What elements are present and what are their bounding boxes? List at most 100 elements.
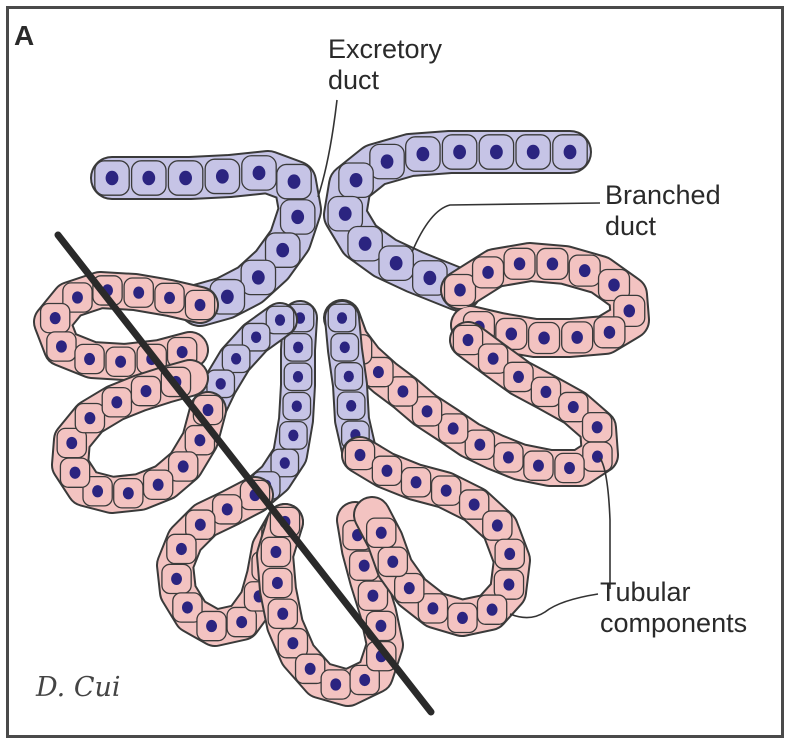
cell-nucleus — [175, 542, 187, 556]
tubule-bottom-right — [341, 436, 531, 637]
cell-nucleus — [349, 172, 363, 188]
leader-excretory-duct — [317, 99, 338, 198]
cell-nucleus — [251, 270, 265, 285]
cell-nucleus — [171, 572, 182, 586]
cell-nucleus — [389, 256, 403, 271]
cell-nucleus — [491, 519, 503, 532]
cell-nucleus — [291, 400, 302, 412]
cell-nucleus — [66, 436, 78, 450]
cell-nucleus — [462, 333, 474, 347]
artist-signature: D. Cui — [36, 672, 121, 703]
cell-nucleus — [221, 503, 233, 516]
cell-nucleus — [276, 242, 290, 258]
cell-nucleus — [55, 340, 67, 353]
label-branched-duct: Branched duct — [605, 180, 721, 242]
cell-nucleus — [387, 555, 399, 568]
cell-nucleus — [563, 144, 577, 160]
tubule-right-upper — [440, 242, 650, 358]
cell-nucleus — [346, 400, 357, 412]
cell-nucleus — [468, 498, 480, 511]
cell-nucleus — [540, 385, 552, 399]
cell-nucleus — [179, 170, 193, 186]
cell-nucleus — [505, 327, 518, 341]
cell-nucleus — [72, 291, 83, 304]
cell-nucleus — [410, 476, 422, 489]
cell-nucleus — [359, 673, 371, 687]
cell-nucleus — [354, 448, 366, 462]
cell-nucleus — [271, 576, 283, 590]
cell-nucleus — [564, 461, 575, 475]
cell-nucleus — [115, 355, 127, 368]
label-branched-line1: Branched — [605, 180, 721, 210]
cell-nucleus — [292, 371, 304, 383]
cell-nucleus — [194, 518, 206, 531]
cell-nucleus — [194, 434, 206, 447]
cell-nucleus — [49, 311, 61, 325]
duct-wall-left — [90, 150, 322, 327]
cell-nucleus — [338, 206, 352, 221]
tubule-left-middle — [51, 359, 227, 514]
cell-nucleus — [176, 345, 188, 359]
cell-nucleus — [270, 545, 282, 559]
leader-tubular-components-2 — [509, 593, 599, 619]
cell-nucleus — [152, 478, 164, 491]
cell-nucleus — [140, 384, 152, 398]
leader-tubular-components-1 — [599, 457, 611, 589]
cell-nucleus — [504, 547, 516, 561]
cell-nucleus — [287, 637, 299, 650]
cell-nucleus — [486, 603, 498, 616]
cell-nucleus — [206, 619, 218, 633]
label-excretory-line1: Excretory — [328, 34, 443, 64]
cut-line — [54, 231, 435, 716]
cell-nucleus — [215, 378, 226, 390]
cell-nucleus — [293, 341, 304, 354]
cell-nucleus — [367, 589, 379, 602]
label-excretory-line2: duct — [328, 65, 380, 95]
duct-wall-right — [323, 130, 592, 312]
leader-lines — [317, 99, 611, 619]
cell-nucleus — [381, 464, 393, 477]
gland-tubes — [33, 130, 650, 707]
cell-nucleus — [423, 270, 437, 286]
cell-nucleus — [454, 283, 466, 297]
cell-nucleus — [177, 460, 189, 473]
panel-letter: A — [14, 20, 35, 51]
cell-nucleus — [546, 257, 559, 271]
cell-nucleus — [603, 325, 616, 339]
cell-nucleus — [230, 353, 242, 365]
cell-nucleus — [343, 370, 354, 383]
cell-nucleus — [578, 264, 591, 278]
cell-nucleus — [274, 314, 286, 326]
cell-nucleus — [502, 451, 514, 464]
cell-nucleus — [84, 352, 95, 366]
cell-nucleus — [142, 170, 156, 186]
cell-nucleus — [538, 331, 550, 345]
label-branched-line2: duct — [605, 211, 657, 241]
cell-nucleus — [252, 165, 266, 181]
cell-nucleus — [202, 403, 214, 417]
cell-nucleus — [372, 365, 384, 379]
cell-nucleus — [474, 438, 486, 451]
cell-nucleus — [533, 459, 544, 472]
cell-nucleus — [164, 291, 175, 305]
cell-nucleus — [220, 289, 234, 304]
cell-nucleus — [623, 304, 636, 318]
cell-nucleus — [380, 154, 394, 169]
cell-nucleus — [84, 411, 96, 425]
tubule-right-lower — [323, 299, 619, 487]
cell-nucleus — [571, 330, 583, 344]
label-tubular-components: Tubular components — [600, 577, 747, 639]
cell-nucleus — [447, 422, 459, 435]
cell-nucleus — [277, 607, 289, 620]
cell-nucleus — [358, 236, 372, 251]
cell-nucleus — [440, 484, 452, 497]
cell-nucleus — [288, 429, 299, 442]
cell-nucleus — [122, 487, 134, 500]
cell-nucleus — [304, 662, 316, 675]
cell-nucleus — [403, 582, 415, 595]
cell-nucleus — [421, 405, 433, 418]
cell-nucleus — [567, 400, 579, 414]
label-tubular-line1: Tubular — [600, 577, 691, 607]
cell-nucleus — [215, 169, 229, 184]
